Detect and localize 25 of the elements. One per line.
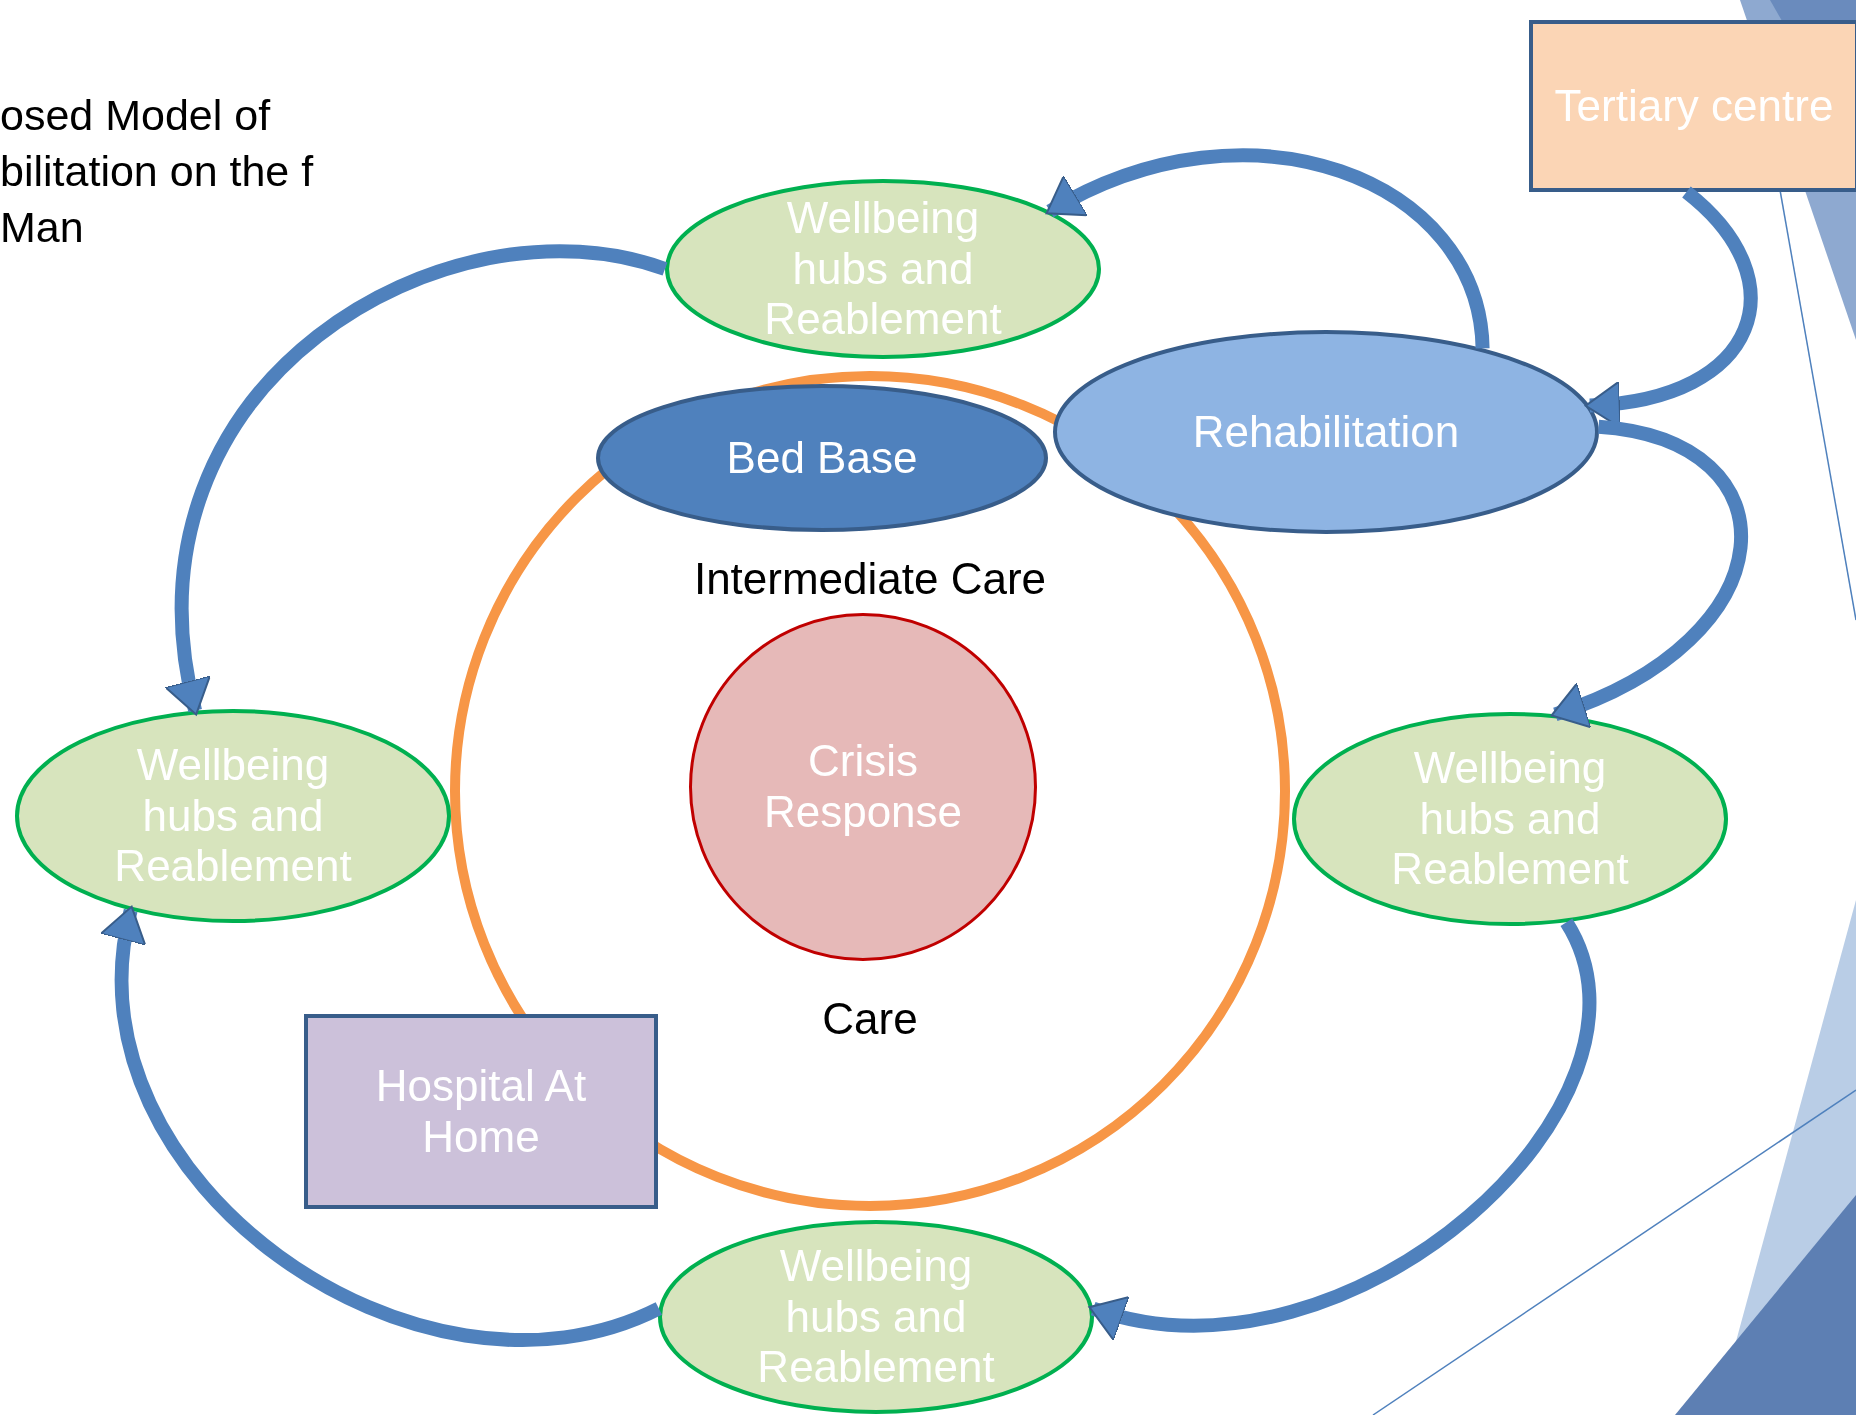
wellbeing-ellipse xyxy=(15,709,451,923)
curved-arrow xyxy=(102,905,662,1347)
tertiary-centre-box xyxy=(1529,20,1856,192)
curved-arrow xyxy=(1045,148,1490,350)
curved-arrow xyxy=(1088,919,1596,1339)
node-label: Wellbeing hubs and Reablement xyxy=(756,1241,996,1393)
node-label: Hospital At Home xyxy=(374,1060,588,1163)
rehabilitation-ellipse xyxy=(1053,330,1599,534)
ring-label: Care xyxy=(821,993,919,1045)
curved-arrow xyxy=(166,244,667,716)
wellbeing-ellipse xyxy=(658,1220,1094,1414)
node-label: Tertiary centre xyxy=(1554,80,1834,132)
slide-title: osed Model of bilitation on the f Man xyxy=(0,90,315,253)
node-label: Bed Base xyxy=(726,432,918,484)
crisis-response-circle xyxy=(689,613,1037,961)
node-label: Wellbeing hubs and Reablement xyxy=(763,193,1003,345)
hospital-at-home-box xyxy=(304,1014,658,1209)
ring-label: Intermediate Care xyxy=(692,553,1048,605)
node-label: Rehabilitation xyxy=(1192,406,1460,458)
node-label: Crisis Response xyxy=(762,736,964,838)
node-label: Wellbeing hubs and Reablement xyxy=(1390,743,1630,895)
curved-arrow xyxy=(1550,419,1748,726)
node-label: Wellbeing hubs and Reablement xyxy=(113,740,353,892)
wellbeing-ellipse xyxy=(1292,712,1728,926)
wellbeing-ellipse xyxy=(665,179,1101,359)
